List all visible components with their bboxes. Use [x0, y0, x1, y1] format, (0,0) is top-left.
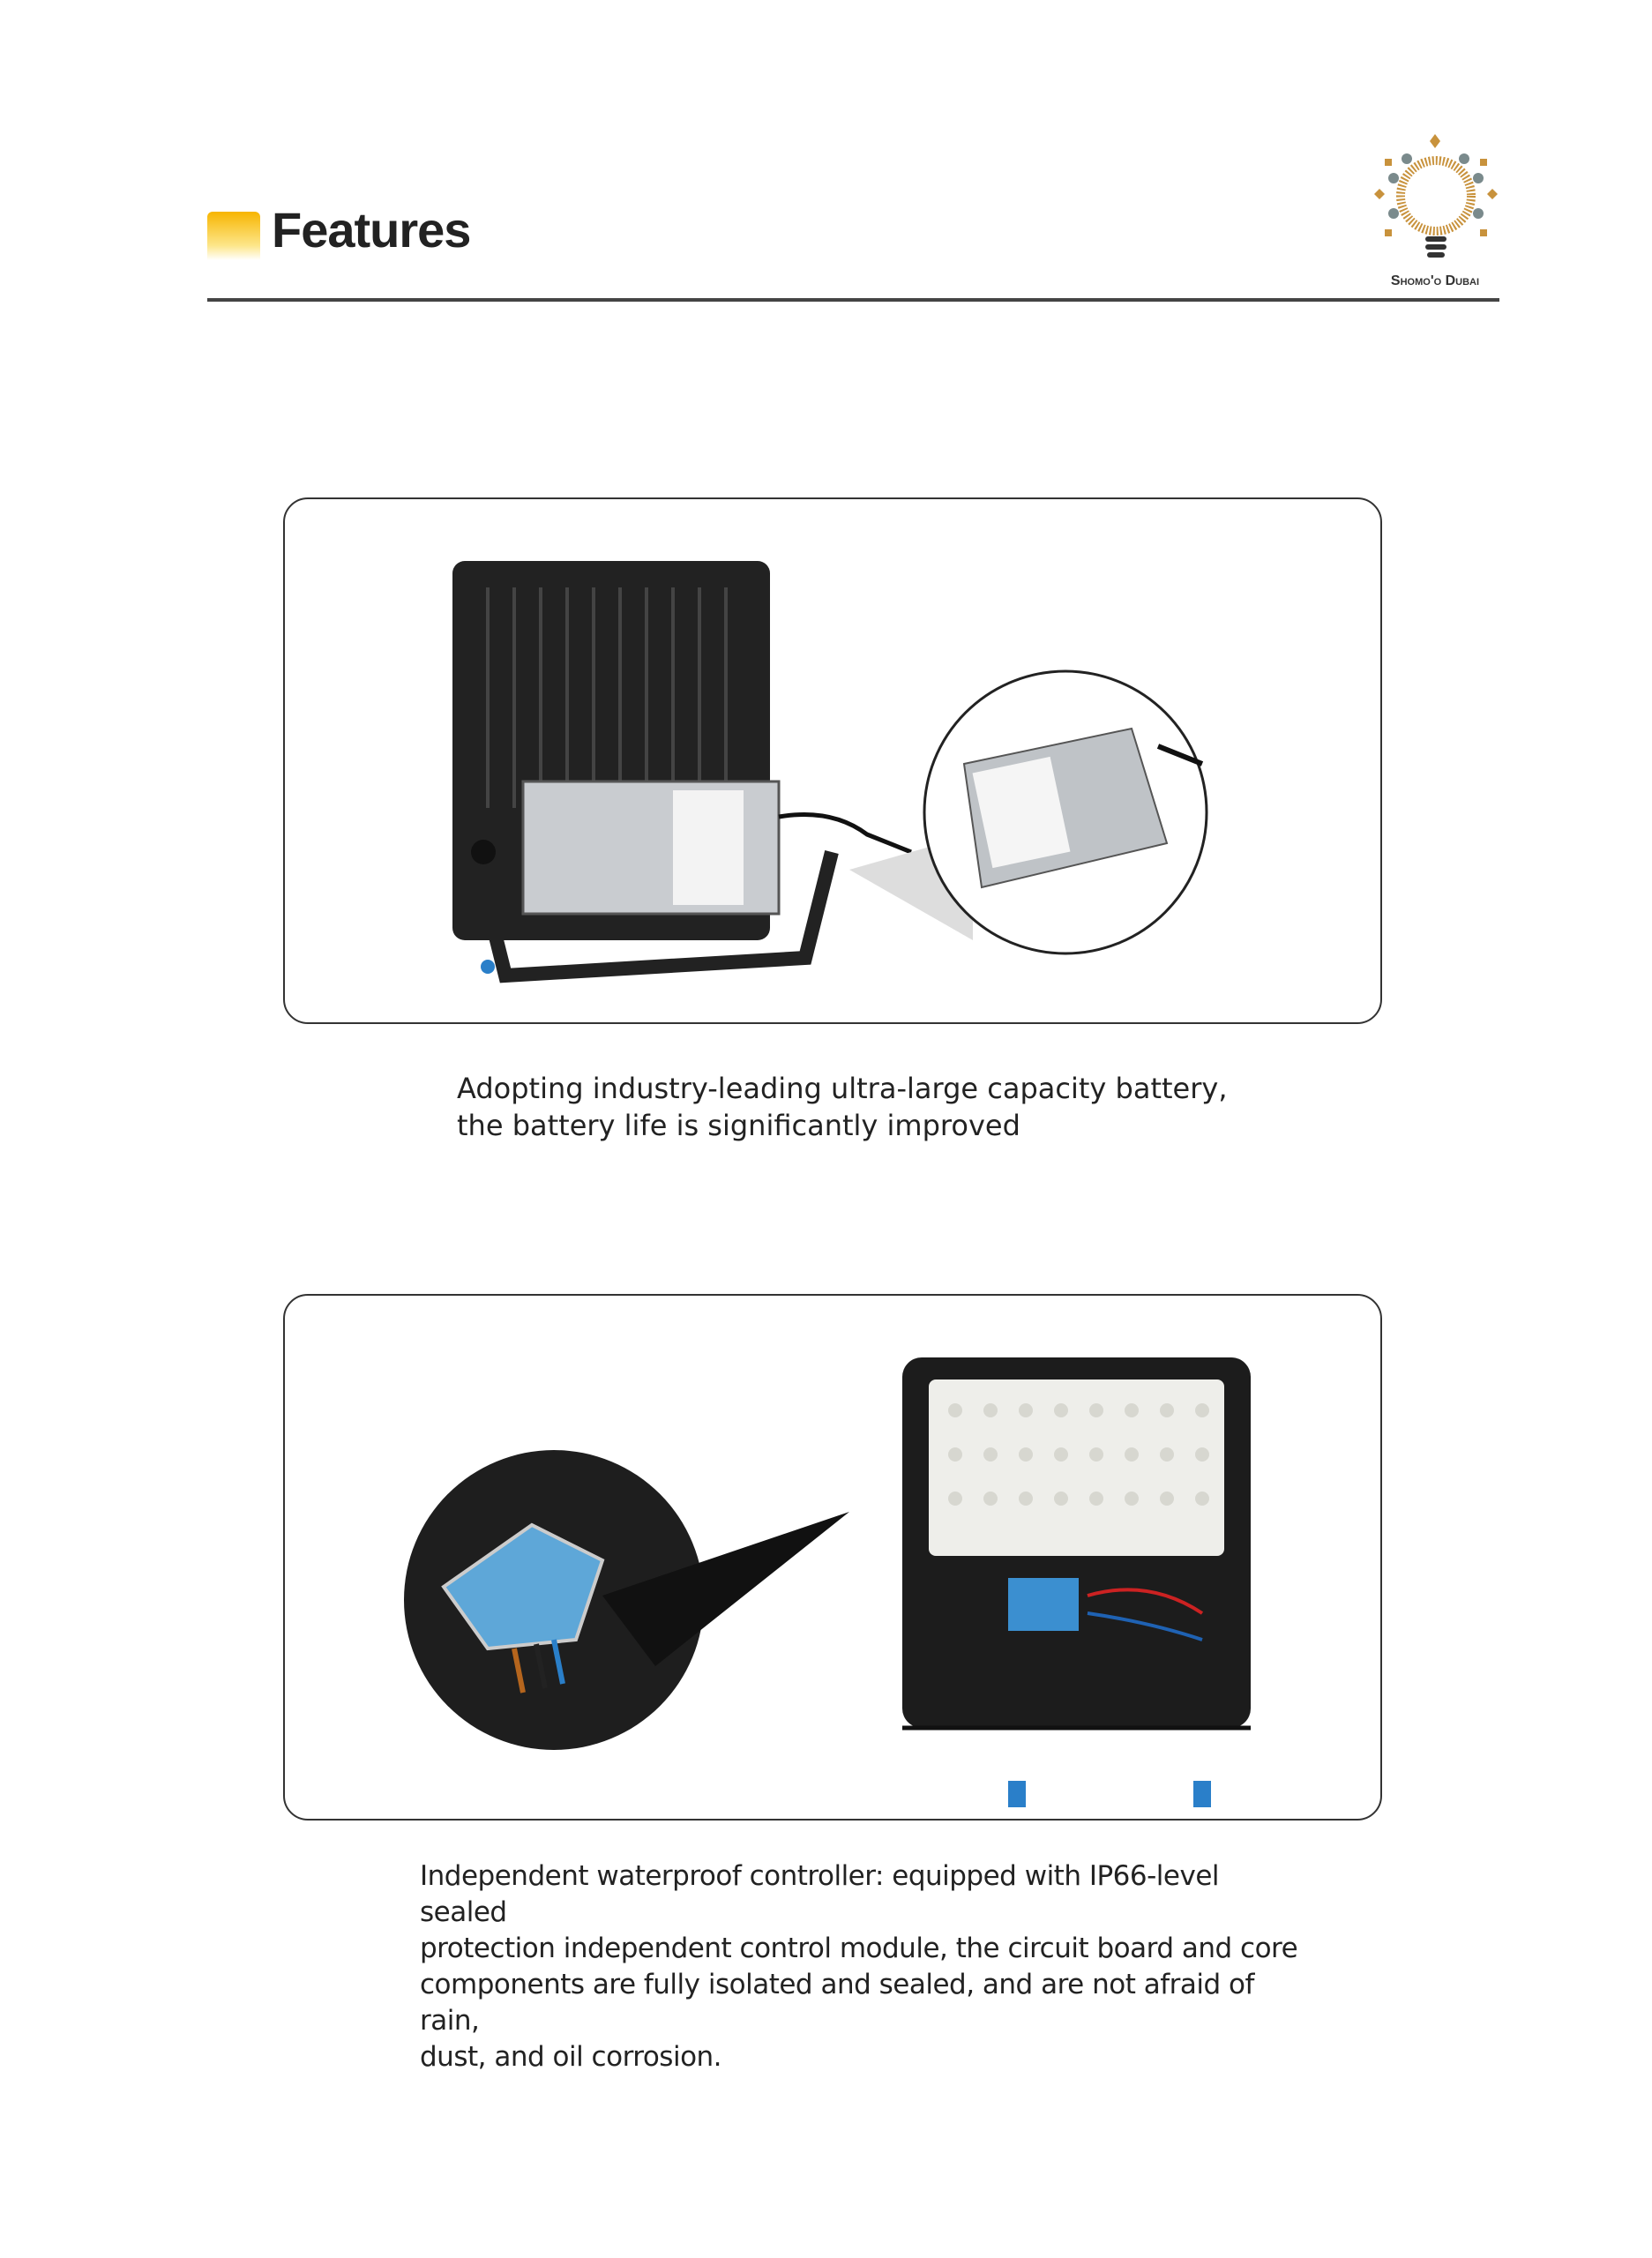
floodlight-controller-illustration [404, 1357, 1251, 1807]
caption-line: Adopting industry-leading ultra-large ca… [457, 1072, 1228, 1105]
controller-image-panel [283, 1294, 1382, 1821]
caption-line: dust, and oil corrosion. [420, 2041, 722, 2073]
battery-image-panel [283, 497, 1382, 1024]
caption-line: Independent waterproof controller: equip… [420, 1860, 1220, 1928]
company-logo [1367, 132, 1504, 300]
controller-feature-caption: Independent waterproof controller: equip… [420, 1858, 1302, 2075]
battery-feature-caption: Adopting industry-leading ultra-large ca… [457, 1070, 1427, 1144]
logo-text: Shomo'o Dubai [1390, 273, 1480, 288]
section-marker [207, 212, 260, 260]
caption-line: the battery life is significantly improv… [457, 1109, 1020, 1142]
caption-line: protection independent control module, t… [420, 1933, 1298, 1964]
caption-line: components are fully isolated and sealed… [420, 1969, 1254, 2037]
page-title: Features [272, 202, 471, 258]
floodlight-battery-illustration [452, 561, 1208, 983]
header-divider [207, 298, 1499, 302]
